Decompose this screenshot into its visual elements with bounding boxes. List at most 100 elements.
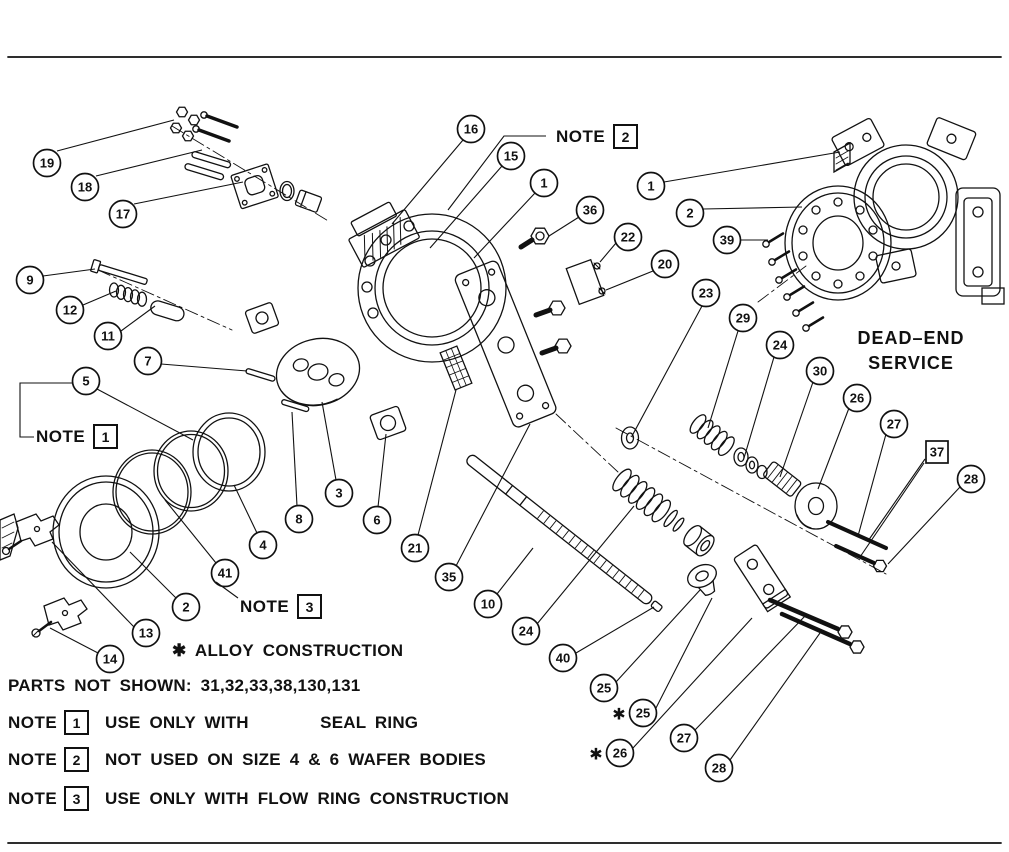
note-callout-number-box: 1 [93, 424, 119, 449]
svg-text:16: 16 [464, 122, 478, 137]
part-balloon-2: 2 [129, 551, 201, 622]
part-balloon-24: 24 [511, 505, 635, 646]
footnote-label: NOTE [8, 749, 58, 769]
svg-text:20: 20 [658, 257, 672, 272]
part-balloon-25: 25 [589, 589, 701, 703]
part-balloon-25: 25✱ [612, 597, 713, 728]
dead-end-service-label: DEAD–END SERVICE [842, 326, 980, 376]
note-callout-label: NOTE [36, 426, 86, 446]
svg-text:7: 7 [144, 354, 151, 369]
packing-follower [687, 563, 717, 596]
stem-spring-group [612, 468, 715, 557]
mesh-insert [439, 345, 473, 391]
part-balloon-7: 7 [133, 346, 248, 376]
svg-text:41: 41 [218, 566, 232, 581]
part-balloon-1: 1 [636, 151, 841, 201]
svg-text:30: 30 [813, 364, 827, 379]
svg-text:25: 25 [636, 706, 650, 721]
part-balloon-17: 17 [108, 181, 244, 229]
part-balloon-27: 27 [857, 409, 909, 537]
part-balloon-3: 3 [321, 401, 354, 508]
valve-stem [466, 454, 663, 613]
svg-text:14: 14 [103, 652, 118, 667]
part-balloon-15: 15 [429, 141, 526, 249]
part-balloon-29: 29 [707, 303, 758, 429]
gland-hardware-group [169, 106, 323, 213]
side-plate [454, 260, 557, 428]
svg-text:17: 17 [116, 207, 130, 222]
note-callout-label: NOTE [556, 126, 606, 146]
part-balloon-9: 9 [15, 265, 96, 295]
part-balloon-21: 21 [400, 389, 457, 563]
part-balloon-22: 22 [599, 222, 643, 263]
footnote-number-box: 3 [64, 786, 89, 811]
part-balloon-26: 26✱ [589, 617, 753, 768]
svg-text:15: 15 [504, 149, 518, 164]
part-balloon-19: 19 [32, 119, 175, 178]
footnote-note-2: NOTE 2 NOT USED ON SIZE 4 & 6 WAFER BODI… [8, 747, 486, 772]
part-balloon-11: 11 [93, 305, 156, 351]
svg-text:35: 35 [442, 570, 456, 585]
name-plate [565, 258, 605, 306]
seal-ring-stack [52, 412, 266, 589]
svg-text:28: 28 [712, 761, 726, 776]
part-balloon-10: 10 [473, 547, 534, 619]
note-callout-2: NOTE 2 [556, 124, 639, 149]
part-balloon-40: 40 [548, 606, 655, 673]
dead-end-line2: SERVICE [868, 353, 954, 373]
dead-end-flange [784, 185, 892, 301]
spring-stack-right [620, 414, 888, 573]
note-callout-number-box: 3 [297, 594, 323, 619]
svg-text:1: 1 [540, 176, 547, 191]
footnote-text: NOT USED ON SIZE 4 & 6 WAFER BODIES [105, 749, 486, 769]
note-callout-label: NOTE [240, 596, 290, 616]
part-balloon-4: 4 [233, 484, 278, 560]
top-clamp [348, 201, 420, 268]
svg-text:27: 27 [677, 731, 691, 746]
lower-bolts [767, 597, 865, 654]
footnote-label: NOTE [8, 712, 58, 732]
svg-text:1: 1 [647, 179, 654, 194]
part-balloon-28: 28 [887, 464, 986, 565]
svg-text:23: 23 [699, 286, 713, 301]
footnote-note-3: NOTE 3 USE ONLY WITH FLOW RING CONSTRUCT… [8, 786, 509, 811]
svg-text:22: 22 [621, 230, 635, 245]
part-balloon-24: 24 [743, 330, 795, 459]
part-balloon-26: 26 [817, 383, 872, 490]
svg-text:9: 9 [26, 273, 33, 288]
svg-text:29: 29 [736, 311, 750, 326]
part-balloon-27: 27 [669, 614, 807, 753]
svg-text:21: 21 [408, 541, 422, 556]
svg-text:12: 12 [63, 303, 77, 318]
svg-text:10: 10 [481, 597, 495, 612]
svg-text:25: 25 [597, 681, 611, 696]
alloy-construction-label: ✱ ALLOY CONSTRUCTION [172, 641, 404, 660]
alloy-star-icon: ✱ [589, 744, 602, 763]
svg-text:2: 2 [686, 206, 693, 221]
footnote-label: NOTE [8, 788, 58, 808]
part-balloon-2: 2 [675, 198, 803, 228]
footnote-note-1: NOTE 1 USE ONLY WITH SEAL RING [8, 710, 418, 735]
part-balloon-41: 41 [164, 499, 240, 588]
retainer-clips [0, 513, 88, 638]
svg-text:2: 2 [182, 600, 189, 615]
parts-not-shown-label: PARTS NOT SHOWN: 31,32,33,38,130,131 [8, 676, 361, 695]
part-balloon-16: 16 [391, 114, 486, 225]
footnote-number-box: 2 [64, 747, 89, 772]
note-callout-number-box: 2 [613, 124, 639, 149]
svg-text:24: 24 [519, 624, 534, 639]
svg-text:39: 39 [720, 233, 734, 248]
svg-text:26: 26 [850, 391, 864, 406]
part-balloon-36: 36 [548, 195, 605, 237]
note-callout-3: NOTE 3 [240, 594, 323, 619]
note-callout-1: NOTE 1 [36, 424, 119, 449]
svg-text:5: 5 [82, 374, 89, 389]
note-leader-line [447, 135, 546, 211]
svg-text:18: 18 [78, 180, 92, 195]
valve-body-center [348, 201, 606, 428]
footnote-text: USE ONLY WITH SEAL RING [105, 712, 419, 732]
part-balloon-28: 28 [704, 632, 821, 783]
svg-text:24: 24 [773, 338, 788, 353]
